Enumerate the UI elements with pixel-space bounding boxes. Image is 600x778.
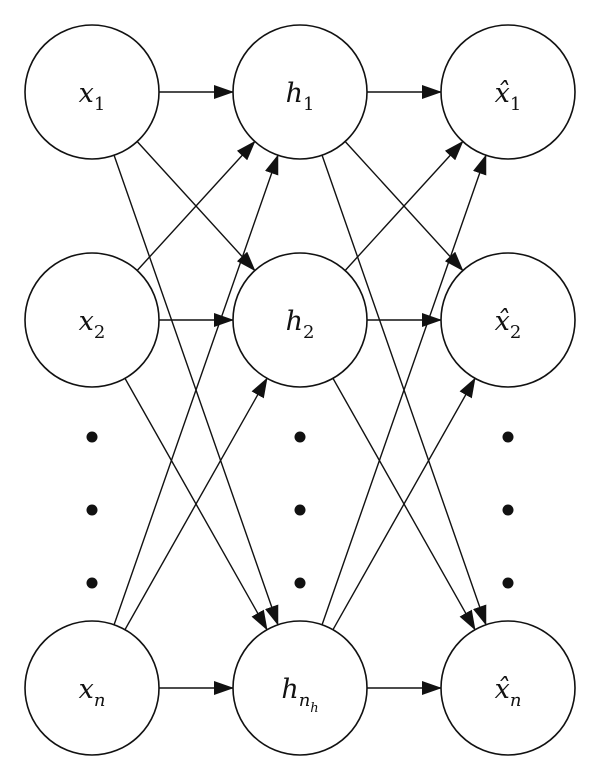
- output-node-2: x̂2: [440, 252, 576, 388]
- ellipsis-dot-output-1: [502, 431, 514, 443]
- edge-hidden-3-to-output-1: [321, 154, 487, 625]
- ellipsis-dot-output-3: [502, 577, 514, 589]
- ellipsis-dot-output-2: [502, 504, 514, 516]
- output-node-label: x̂n: [495, 674, 522, 711]
- hidden-node-circle: [232, 620, 368, 756]
- input-node-circle: [24, 620, 160, 756]
- edge-input-3-to-hidden-2: [124, 377, 268, 631]
- output-node-label: x̂1: [495, 78, 522, 115]
- output-node-1: x̂1: [440, 24, 576, 160]
- edge-input-2-to-hidden-1: [136, 140, 256, 271]
- hidden-node-label: h2: [286, 306, 315, 343]
- output-node-circle: [440, 252, 576, 388]
- ellipsis-dot-hidden-1: [294, 431, 306, 443]
- input-node-circle: [24, 24, 160, 160]
- edge-input-3-to-hidden-1: [113, 154, 279, 625]
- ellipsis-dots: [86, 431, 514, 589]
- ellipsis-dot-input-3: [86, 577, 98, 589]
- input-node-3: xn: [24, 620, 160, 756]
- output-node-3: x̂n: [440, 620, 576, 756]
- input-node-circle: [24, 252, 160, 388]
- input-node-label: x1: [79, 78, 106, 115]
- connections: [113, 85, 487, 695]
- edge-hidden-2-to-output-1: [344, 140, 464, 271]
- ellipsis-dot-hidden-2: [294, 504, 306, 516]
- output-node-circle: [440, 24, 576, 160]
- hidden-node-3: hnh: [232, 620, 368, 756]
- input-node-2: x2: [24, 252, 160, 388]
- output-node-label: x̂2: [495, 306, 522, 343]
- input-node-label: x2: [79, 306, 106, 343]
- ellipsis-dot-hidden-3: [294, 577, 306, 589]
- hidden-node-label: h1: [286, 78, 315, 115]
- ellipsis-dot-input-1: [86, 431, 98, 443]
- edge-hidden-3-to-output-2: [332, 377, 476, 631]
- output-node-circle: [440, 620, 576, 756]
- hidden-node-circle: [232, 252, 368, 388]
- hidden-node-label: hnh: [281, 674, 318, 716]
- hidden-node-1: h1: [232, 24, 368, 160]
- input-node-label: xn: [79, 674, 106, 711]
- hidden-node-circle: [232, 24, 368, 160]
- ellipsis-dot-input-2: [86, 504, 98, 516]
- nodes: x1 x2 xn h1 h2 hnh x̂1 x̂2 x̂n: [24, 24, 576, 756]
- input-node-1: x1: [24, 24, 160, 160]
- hidden-node-2: h2: [232, 252, 368, 388]
